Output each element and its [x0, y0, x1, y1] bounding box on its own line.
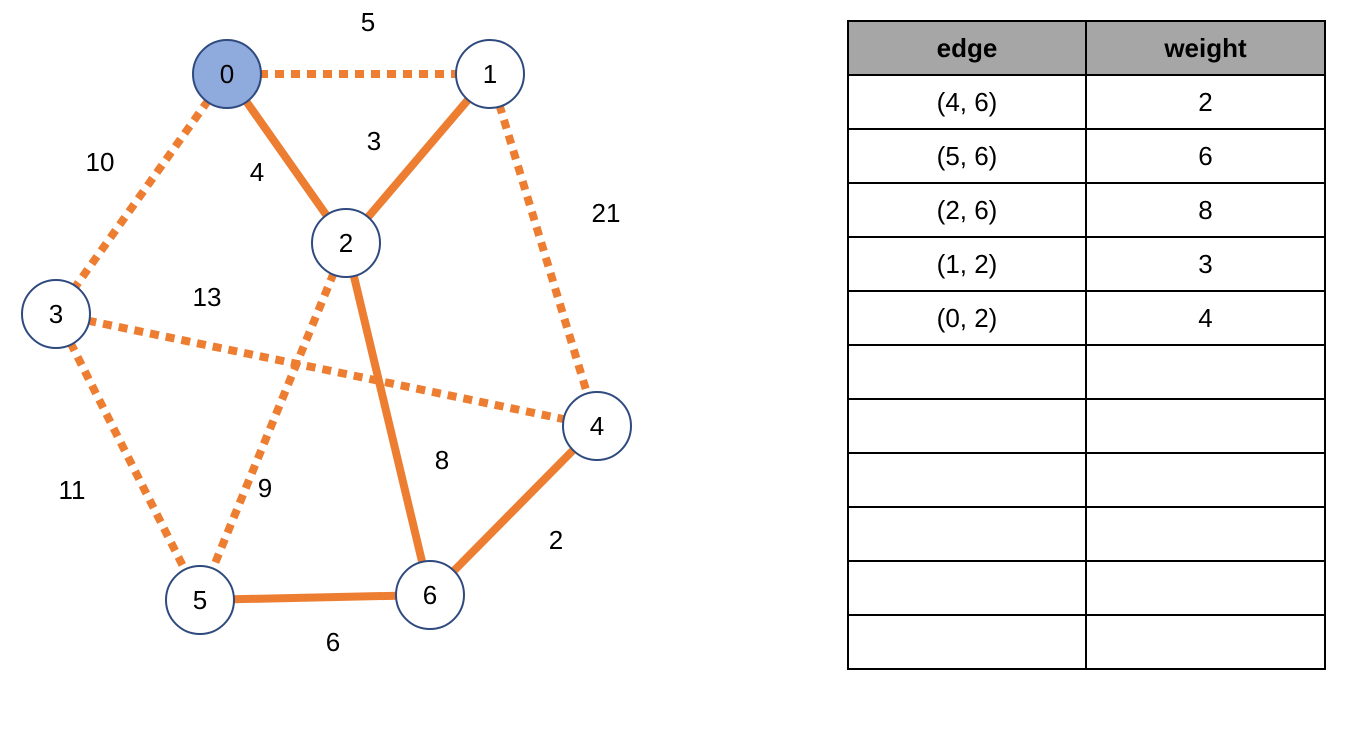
edge-weight-label-2-5: 9 — [258, 473, 272, 503]
edge-3-4 — [55, 310, 598, 430]
node-label-1: 1 — [483, 59, 497, 89]
node-label-6: 6 — [423, 580, 437, 610]
edge-weight-label-1-4: 21 — [592, 198, 621, 228]
edge-4-6 — [427, 423, 600, 598]
node-circle-2 — [311, 208, 381, 278]
node-circle-0 — [192, 39, 262, 109]
table-row: (2, 6)8 — [847, 182, 1326, 238]
edge-cell — [847, 452, 1087, 508]
weight-cell — [1085, 614, 1326, 670]
edge-cell — [847, 614, 1087, 670]
edges-layer — [52, 70, 601, 604]
weight-cell — [1085, 452, 1326, 508]
table-row — [847, 344, 1326, 400]
edge-cell: (5, 6) — [847, 128, 1087, 184]
edge-2-6 — [342, 242, 434, 596]
table-body: (4, 6)2(5, 6)6(2, 6)8(1, 2)3(0, 2)4 — [847, 74, 1326, 670]
weight-cell: 3 — [1085, 236, 1326, 292]
edge-5-6 — [199, 591, 431, 604]
node-label-5: 5 — [193, 585, 207, 615]
edge-0-3 — [52, 71, 231, 317]
node-circle-4 — [562, 391, 632, 461]
edge-weight-label-2-6: 8 — [435, 445, 449, 475]
table-row: (4, 6)2 — [847, 74, 1326, 130]
edge-weight-label-1-2: 3 — [367, 126, 381, 156]
edge-weight-label-4-6: 2 — [549, 525, 563, 555]
edge-weight-label-0-2: 4 — [250, 157, 264, 187]
edge-cell — [847, 560, 1087, 616]
edge-cell: (4, 6) — [847, 74, 1087, 130]
table-row — [847, 452, 1326, 508]
edge-1-4 — [486, 72, 601, 428]
weight-cell: 2 — [1085, 74, 1326, 130]
edge-cell — [847, 398, 1087, 454]
weight-cell — [1085, 560, 1326, 616]
table-header-row: edge weight — [847, 20, 1326, 76]
edge-cell — [847, 506, 1087, 562]
node-3: 3 — [21, 279, 91, 349]
weight-cell — [1085, 506, 1326, 562]
weight-column-header: weight — [1085, 20, 1326, 76]
edge-cell: (1, 2) — [847, 236, 1087, 292]
table-row — [847, 398, 1326, 454]
weight-cell: 6 — [1085, 128, 1326, 184]
node-label-3: 3 — [49, 299, 63, 329]
weight-cell — [1085, 344, 1326, 400]
weight-cell — [1085, 398, 1326, 454]
node-circle-6 — [395, 560, 465, 630]
table-row: (0, 2)4 — [847, 290, 1326, 346]
edge-weight-label-3-5: 11 — [59, 475, 86, 505]
table-row: (5, 6)6 — [847, 128, 1326, 184]
edge-weight-label-0-1: 5 — [361, 7, 375, 37]
edge-column-header: edge — [847, 20, 1087, 76]
node-circle-1 — [455, 39, 525, 109]
node-0: 0 — [192, 39, 262, 109]
edge-cell: (0, 2) — [847, 290, 1087, 346]
node-label-4: 4 — [590, 411, 604, 441]
edge-weight-table: edge weight (4, 6)2(5, 6)6(2, 6)8(1, 2)3… — [847, 20, 1326, 670]
edge-cell: (2, 6) — [847, 182, 1087, 238]
node-circle-3 — [21, 279, 91, 349]
node-2: 2 — [311, 208, 381, 278]
edge-cell — [847, 344, 1087, 400]
edge-3-5 — [52, 312, 204, 602]
weight-cell: 8 — [1085, 182, 1326, 238]
table-row — [847, 506, 1326, 562]
node-label-2: 2 — [339, 228, 353, 258]
node-6: 6 — [395, 560, 465, 630]
table-row: (1, 2)3 — [847, 236, 1326, 292]
weight-cell: 4 — [1085, 290, 1326, 346]
edge-2-5 — [196, 241, 350, 602]
nodes-layer: 0 1 2 3 4 5 6 — [21, 39, 632, 635]
table-row — [847, 614, 1326, 670]
node-label-0: 0 — [220, 59, 234, 89]
table-row — [847, 560, 1326, 616]
node-1: 1 — [455, 39, 525, 109]
edge-weight-label-3-4: 13 — [193, 282, 222, 312]
edge-1-2 — [342, 71, 494, 246]
edge-weight-label-0-3: 10 — [86, 147, 115, 177]
node-4: 4 — [562, 391, 632, 461]
node-circle-5 — [165, 565, 235, 635]
graph-diagram: 5 4 10 3 21 8 9 13 11 2 6 0 1 2 3 4 5 6 — [21, 7, 632, 657]
node-5: 5 — [165, 565, 235, 635]
edge-weight-label-5-6: 6 — [326, 627, 340, 657]
